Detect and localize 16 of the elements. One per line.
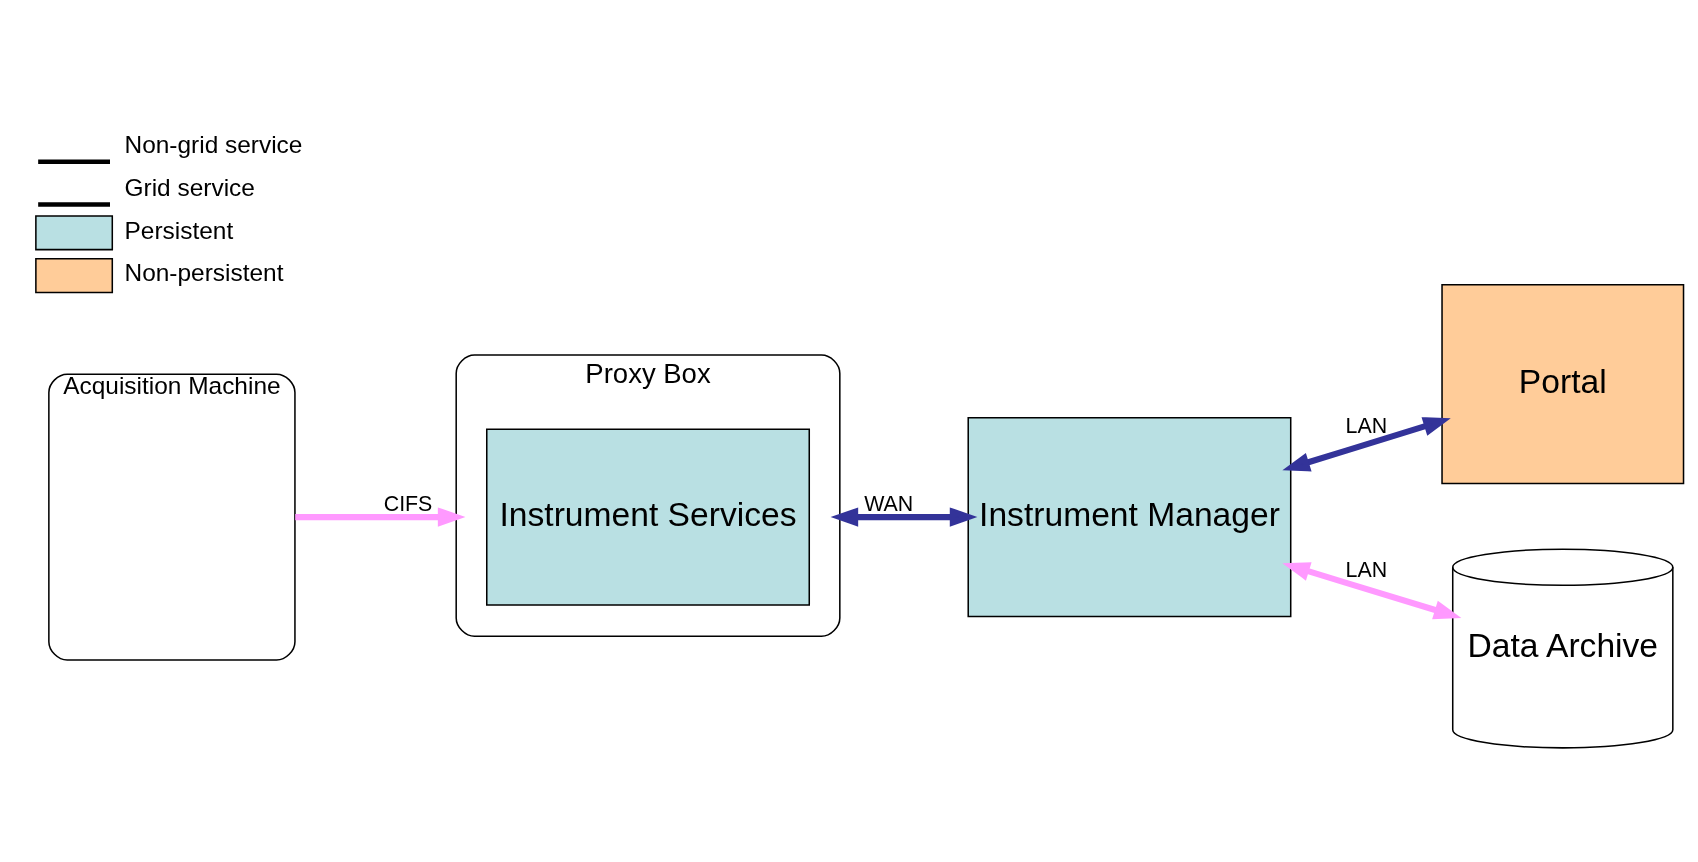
arrow bbox=[1282, 416, 1451, 471]
edge-label: WAN bbox=[864, 491, 914, 516]
edge-label: CIFS bbox=[383, 491, 433, 516]
node-box: Acquisition Machine bbox=[48, 372, 296, 661]
edge-label: LAN bbox=[1345, 557, 1388, 582]
node-box: Instrument Services bbox=[486, 427, 811, 606]
node-box: Instrument Manager bbox=[967, 416, 1292, 617]
arrow bbox=[1282, 561, 1462, 619]
arrow bbox=[830, 506, 978, 527]
legend-label: Persistent bbox=[124, 216, 234, 244]
legend-label: Non-grid service bbox=[124, 130, 303, 158]
arrow bbox=[295, 506, 466, 527]
edge-label: LAN bbox=[1345, 413, 1388, 438]
node-box: Portal bbox=[1441, 283, 1685, 484]
legend-label: Grid service bbox=[124, 173, 255, 201]
legend-label: Non-persistent bbox=[124, 258, 284, 286]
